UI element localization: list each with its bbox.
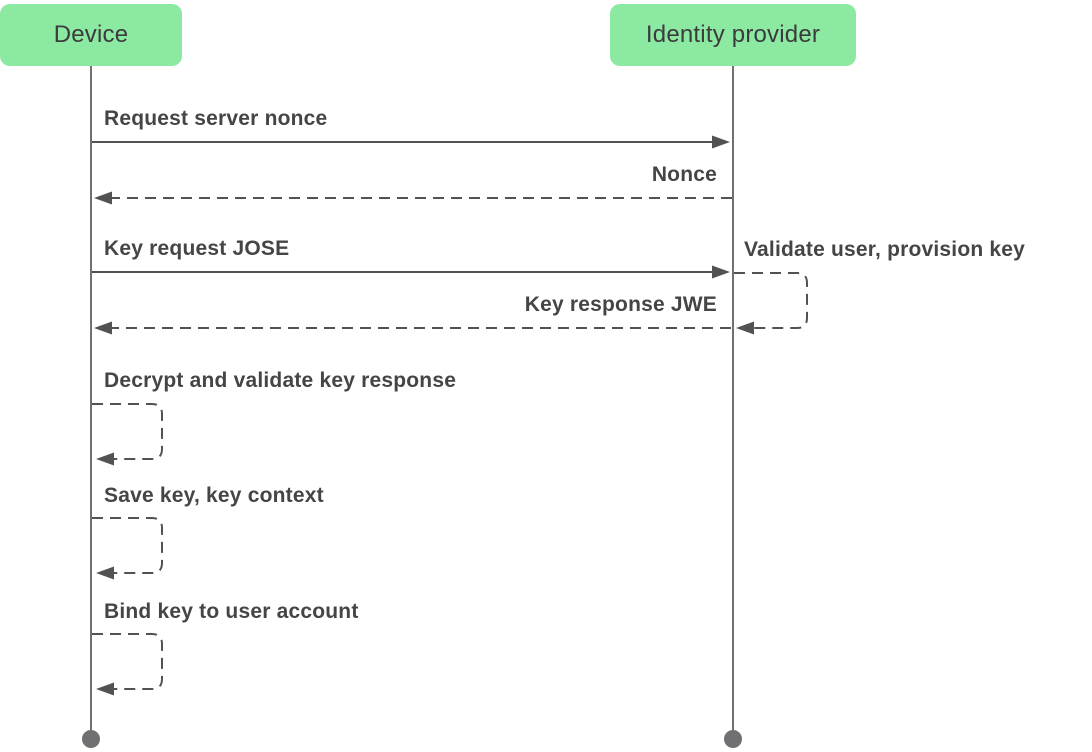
idp-lifeline-end-dot (724, 730, 742, 748)
message-label-validate-user-provision-key: Validate user, provision key (744, 238, 1026, 261)
arrow-request-server-nonce (92, 135, 730, 149)
message-label-bind-key-user-account: Bind key to user account (104, 600, 359, 623)
self-loop-save-key (92, 517, 163, 580)
message-label-decrypt-validate-key-response: Decrypt and validate key response (104, 369, 457, 392)
arrow-key-request-jose (92, 265, 730, 279)
message-label-key-request-jose: Key request JOSE (104, 237, 290, 260)
self-loop-decrypt-validate (92, 403, 163, 466)
message-label-request-server-nonce: Request server nonce (104, 107, 328, 130)
message-label-save-key-context: Save key, key context (104, 484, 324, 507)
arrow-nonce (94, 191, 732, 205)
message-label-nonce: Nonce (651, 163, 717, 186)
device-lifeline-end-dot (82, 730, 100, 748)
message-label-key-response-jwe: Key response JWE (524, 293, 717, 316)
self-loop-bind-key (92, 633, 163, 696)
actor-device: Device (0, 4, 182, 66)
actor-identity-provider: Identity provider (610, 4, 856, 66)
arrow-key-response-jwe (94, 321, 731, 335)
self-loop-validate-user (734, 272, 808, 335)
